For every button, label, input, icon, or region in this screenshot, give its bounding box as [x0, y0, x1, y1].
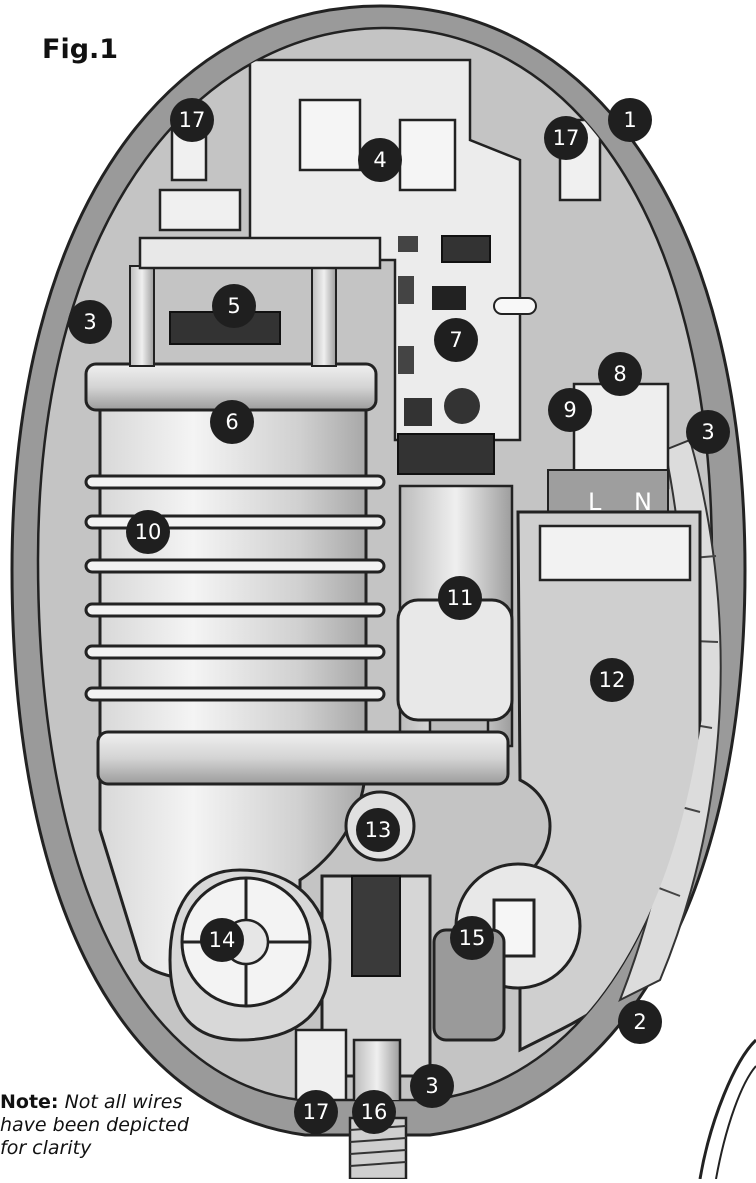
- svg-text:15: 15: [459, 926, 486, 950]
- svg-text:8: 8: [613, 362, 626, 386]
- pressure-switch-contact: [492, 898, 536, 958]
- outlet-cover-top: [538, 524, 692, 582]
- callout-14: 14: [200, 918, 244, 962]
- callout-6: 6: [210, 400, 254, 444]
- callout-3-left: 3: [68, 300, 112, 344]
- svg-text:16: 16: [361, 1100, 388, 1124]
- callout-17-top-left: 17: [170, 98, 214, 142]
- svg-text:11: 11: [447, 586, 474, 610]
- callout-5: 5: [212, 284, 256, 328]
- callout-17-bottom: 17: [294, 1090, 338, 1134]
- callout-8: 8: [598, 352, 642, 396]
- pcb-resistor: [493, 297, 537, 315]
- horizontal-pipe: [96, 730, 510, 786]
- small-connector-2: [398, 276, 414, 304]
- callout-9: 9: [548, 388, 592, 432]
- svg-text:17: 17: [303, 1100, 330, 1124]
- callout-3-right: 3: [686, 410, 730, 454]
- relay-top-right: [398, 118, 457, 192]
- small-connector-3: [398, 346, 414, 374]
- callout-15: 15: [450, 916, 494, 960]
- callout-16: 16: [352, 1090, 396, 1134]
- callout-2: 2: [618, 1000, 662, 1044]
- triac-block: [397, 433, 495, 475]
- element-post-left: [129, 265, 155, 367]
- terminal-label-live: L: [588, 488, 602, 516]
- note-line-2: have been depicted: [0, 1114, 250, 1137]
- pcb-chip: [432, 286, 466, 310]
- note-line3: for clarity: [0, 1137, 92, 1159]
- pcb-square-component: [404, 398, 432, 426]
- inlet-pipe: [352, 1038, 402, 1100]
- callout-11: 11: [438, 576, 482, 620]
- callout-3-bottom: 3: [410, 1064, 454, 1108]
- note-line-3: for clarity: [0, 1137, 250, 1160]
- svg-text:3: 3: [83, 310, 96, 334]
- svg-text:3: 3: [425, 1074, 438, 1098]
- svg-text:7: 7: [449, 328, 462, 352]
- inlet-valve-block: [351, 875, 401, 977]
- cutout-bracket: [138, 236, 382, 270]
- note-line-1: Note: Not all wires: [0, 1091, 250, 1114]
- svg-text:1: 1: [623, 108, 636, 132]
- svg-text:6: 6: [225, 410, 238, 434]
- element-post-right: [311, 265, 337, 367]
- tank-ribs: [84, 474, 386, 702]
- note-bold: Note:: [0, 1091, 59, 1113]
- callout-10: 10: [126, 510, 170, 554]
- svg-text:2: 2: [633, 1010, 646, 1034]
- pcb-round-component: [444, 388, 480, 424]
- svg-text:14: 14: [209, 928, 236, 952]
- svg-text:13: 13: [365, 818, 392, 842]
- svg-text:3: 3: [701, 420, 714, 444]
- second-unit-outline-inner: [715, 1065, 756, 1180]
- svg-text:17: 17: [553, 126, 580, 150]
- callout-12: 12: [590, 658, 634, 702]
- svg-text:5: 5: [227, 294, 240, 318]
- connector-block: [441, 235, 491, 263]
- terminal-label-neutral: N: [634, 488, 652, 516]
- relay-top-left: [298, 98, 362, 172]
- small-connector-1: [398, 236, 418, 252]
- svg-text:10: 10: [135, 520, 162, 544]
- top-left-bracket: [158, 188, 242, 232]
- svg-text:9: 9: [563, 398, 576, 422]
- figure-title: Fig.1: [42, 34, 119, 65]
- callout-7: 7: [434, 318, 478, 362]
- svg-text:17: 17: [179, 108, 206, 132]
- note-text: Note: Not all wires have been depicted f…: [0, 1091, 250, 1160]
- note-line1: Not all wires: [58, 1091, 183, 1113]
- svg-text:12: 12: [599, 668, 626, 692]
- note-line2: have been depicted: [0, 1114, 189, 1136]
- bottom-clip: [294, 1028, 348, 1100]
- callout-4: 4: [358, 138, 402, 182]
- svg-text:4: 4: [373, 148, 386, 172]
- callout-13: 13: [356, 808, 400, 852]
- second-unit-outline: [698, 1038, 756, 1180]
- callout-17-top-right: 17: [544, 116, 588, 160]
- callout-1: 1: [608, 98, 652, 142]
